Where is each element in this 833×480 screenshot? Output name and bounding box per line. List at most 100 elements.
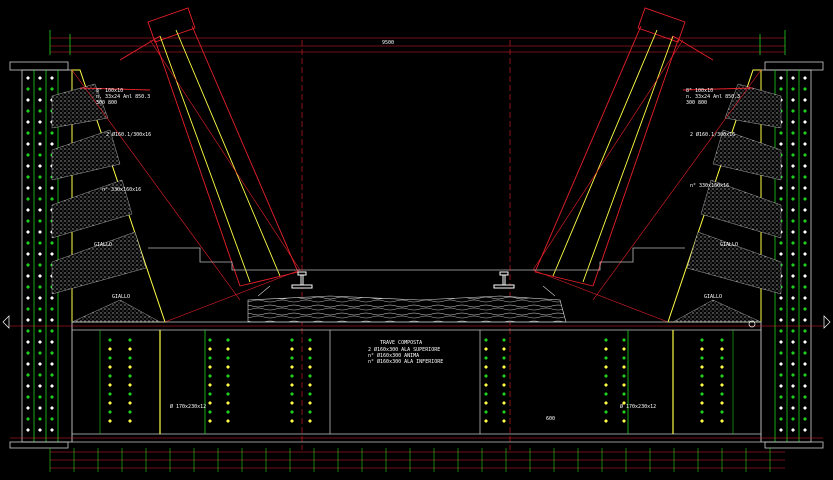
- rebar-mark: [791, 208, 795, 212]
- rebar-mark: [128, 392, 132, 396]
- rebar-mark: [290, 338, 294, 342]
- rebar-mark: [50, 186, 54, 190]
- rebar-mark: [502, 419, 506, 423]
- rebar-mark: [803, 384, 807, 388]
- column-rebar-marks: [26, 76, 807, 432]
- rebar-mark: [208, 338, 212, 342]
- rebar-mark: [700, 374, 704, 378]
- rebar-mark: [290, 401, 294, 405]
- rebar-mark: [604, 347, 608, 351]
- rebar-mark: [502, 392, 506, 396]
- rebar-mark: [484, 356, 488, 360]
- rebar-mark: [803, 142, 807, 146]
- rebar-mark: [484, 347, 488, 351]
- rebar-mark: [308, 347, 312, 351]
- rebar-mark: [208, 365, 212, 369]
- rebar-mark: [290, 410, 294, 414]
- rebar-mark: [128, 356, 132, 360]
- rebar-mark: [108, 347, 112, 351]
- rebar-mark: [803, 131, 807, 135]
- rebar-mark: [484, 383, 488, 387]
- rebar-mark: [791, 274, 795, 278]
- rebar-mark: [38, 274, 42, 278]
- top-dimension-label: 9500: [382, 40, 395, 46]
- rebar-mark: [50, 417, 54, 421]
- rebar-mark: [791, 230, 795, 234]
- rebar-mark: [791, 252, 795, 256]
- rebar-mark: [720, 410, 724, 414]
- rebar-mark: [779, 384, 783, 388]
- rebar-mark: [803, 428, 807, 432]
- rebar-mark: [803, 373, 807, 377]
- rebar-mark: [720, 383, 724, 387]
- rebar-mark: [791, 87, 795, 91]
- rebar-mark: [779, 362, 783, 366]
- rebar-mark: [308, 356, 312, 360]
- rebar-mark: [720, 374, 724, 378]
- rebar-mark: [604, 392, 608, 396]
- rebar-mark: [803, 98, 807, 102]
- rebar-mark: [50, 351, 54, 355]
- rebar-mark: [38, 384, 42, 388]
- rebar-mark: [779, 142, 783, 146]
- rebar-mark: [50, 252, 54, 256]
- rebar-mark: [803, 285, 807, 289]
- rebar-mark: [50, 384, 54, 388]
- rebar-mark: [50, 373, 54, 377]
- rebar-mark: [128, 365, 132, 369]
- rebar-mark: [779, 131, 783, 135]
- rebar-mark: [26, 296, 30, 300]
- rebar-mark: [622, 410, 626, 414]
- rebar-mark: [26, 76, 30, 80]
- rebar-mark: [779, 340, 783, 344]
- rebar-mark: [208, 383, 212, 387]
- rebar-mark: [26, 428, 30, 432]
- rebar-mark: [38, 131, 42, 135]
- rebar-mark: [720, 365, 724, 369]
- rebar-mark: [38, 230, 42, 234]
- rebar-mark: [803, 329, 807, 333]
- rebar-mark: [38, 98, 42, 102]
- rebar-mark: [791, 120, 795, 124]
- rebar-mark: [791, 241, 795, 245]
- timber-deck: [247, 285, 567, 323]
- rebar-mark: [50, 395, 54, 399]
- rebar-mark: [226, 410, 230, 414]
- rebar-mark: [38, 395, 42, 399]
- rebar-mark: [50, 87, 54, 91]
- rebar-mark: [622, 392, 626, 396]
- rebar-mark: [791, 329, 795, 333]
- rebar-mark: [26, 98, 30, 102]
- left-plate-label: Ø 170x230x12: [170, 404, 207, 410]
- rebar-mark: [803, 351, 807, 355]
- rebar-mark: [26, 285, 30, 289]
- rebar-mark: [791, 296, 795, 300]
- rebar-mark: [308, 338, 312, 342]
- rebar-mark: [26, 252, 30, 256]
- rebar-mark: [700, 392, 704, 396]
- rebar-mark: [803, 76, 807, 80]
- rebar-mark: [700, 419, 704, 423]
- rebar-mark: [791, 395, 795, 399]
- rebar-mark: [108, 374, 112, 378]
- rebar-mark: [803, 87, 807, 91]
- rebar-mark: [803, 175, 807, 179]
- bottom-mark-label: 600: [546, 416, 556, 422]
- rebar-mark: [208, 347, 212, 351]
- rebar-mark: [38, 175, 42, 179]
- rebar-mark: [26, 384, 30, 388]
- rebar-mark: [226, 419, 230, 423]
- rebar-mark: [38, 153, 42, 157]
- rebar-mark: [208, 419, 212, 423]
- rebar-mark: [791, 263, 795, 267]
- rebar-mark: [226, 347, 230, 351]
- rebar-mark: [779, 197, 783, 201]
- diagonal-guide-lines: [71, 39, 762, 323]
- rebar-mark: [803, 307, 807, 311]
- rebar-mark: [604, 338, 608, 342]
- rebar-mark: [26, 274, 30, 278]
- rebar-mark: [50, 142, 54, 146]
- center-note-title: TRAVE COMPOSTA: [380, 340, 423, 346]
- left-haunch: [51, 69, 166, 323]
- rebar-mark: [622, 365, 626, 369]
